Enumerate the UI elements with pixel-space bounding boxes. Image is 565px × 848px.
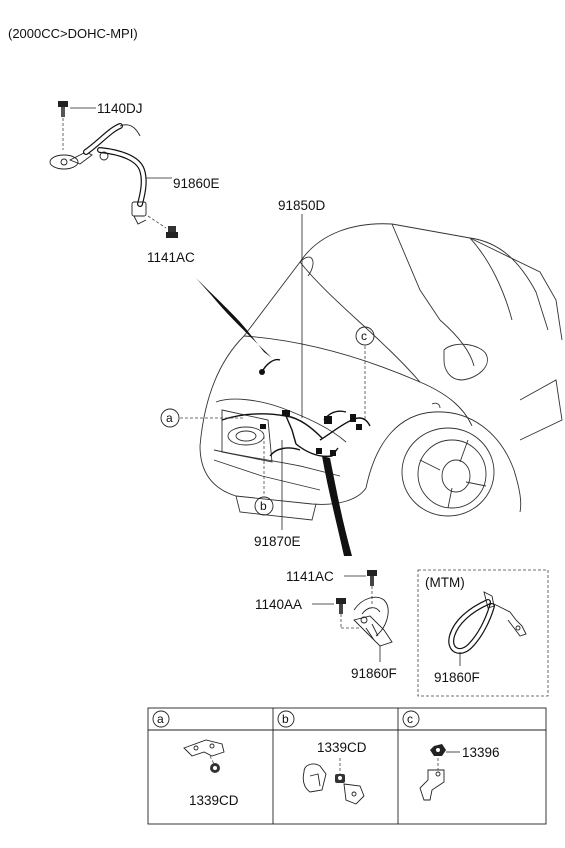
- callout-b-on-car: b: [254, 496, 274, 516]
- table-cell-b-part: 1339CD: [317, 740, 367, 755]
- table-header-a: a: [152, 710, 170, 728]
- svg-text:a: a: [166, 411, 173, 425]
- bolt-1140dj-icon: [58, 101, 68, 117]
- svg-text:b: b: [282, 712, 289, 726]
- bracket-c-icon: [419, 758, 445, 801]
- svg-text:c: c: [361, 329, 367, 343]
- mtm-variant-box: (MTM) 91860F: [417, 569, 549, 697]
- label-1141ac-top: 1141AC: [147, 250, 195, 265]
- ground-cable-91860e-assembly: 1140DJ 91860E 1141AC: [49, 101, 220, 265]
- front-wiring-harness: [196, 278, 371, 556]
- ground-cable-91860e-icon: [49, 123, 147, 225]
- label-1141ac-bottom: 1141AC: [286, 569, 334, 584]
- table-cell-a-part: 1339CD: [189, 793, 239, 808]
- bolt-1141ac-top-icon: [166, 226, 178, 238]
- callout-a-on-car: a: [160, 408, 180, 428]
- bolt-1140aa-icon: [336, 598, 346, 614]
- fastener-legend-table: a b c 1339CD 1339CD: [147, 707, 547, 825]
- clip-bracket-b-icon: [302, 758, 365, 805]
- label-91870e: 91870E: [254, 534, 301, 549]
- svg-text:c: c: [407, 712, 413, 726]
- battery-cable-91860f-mtm-icon: [448, 591, 527, 654]
- clip-bracket-a-icon: [183, 739, 225, 773]
- table-header-c: c: [402, 710, 420, 728]
- battery-cable-91860f-assembly: 1141AC 1140AA 91860F: [255, 569, 397, 681]
- label-91850d: 91850D: [278, 198, 326, 213]
- table-header-b: b: [277, 710, 295, 728]
- nut-13396-icon: [430, 744, 446, 756]
- diagram-title: (2000CC>DOHC-MPI): [8, 26, 138, 41]
- label-91860f-main: 91860F: [351, 666, 397, 681]
- label-1140dj: 1140DJ: [97, 101, 143, 116]
- label-1140aa: 1140AA: [255, 597, 302, 612]
- svg-text:b: b: [260, 499, 267, 513]
- bolt-1141ac-bottom-icon: [367, 570, 377, 586]
- svg-text:a: a: [157, 712, 164, 726]
- car-body-outline: [199, 223, 563, 521]
- label-91860e: 91860E: [173, 176, 220, 191]
- label-91860f-mtm: 91860F: [434, 670, 480, 685]
- callout-c-on-car: c: [355, 326, 375, 346]
- mtm-label: (MTM): [425, 575, 465, 590]
- table-cell-c-part: 13396: [462, 745, 500, 760]
- battery-cable-91860f-icon: [353, 596, 393, 647]
